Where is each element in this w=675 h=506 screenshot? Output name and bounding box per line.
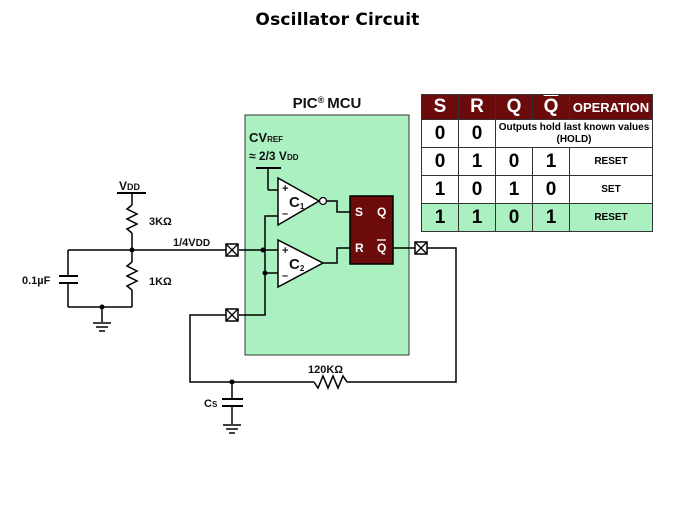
table-row: 0 0 Outputs hold last known values (HOLD… [421, 119, 653, 148]
cs-label: CS [204, 398, 218, 410]
svg-text:–: – [282, 208, 288, 220]
svg-text:C2: C2 [289, 256, 305, 273]
pin-cin-plus [225, 243, 239, 257]
truth-table: S R Q Q OPERATION 0 0 Outputs hold last … [421, 94, 653, 232]
divider-node-label: 1/4VDD [173, 237, 210, 249]
cvref-value: ≈ 2/3 VDD [249, 149, 299, 163]
sr-latch: S Q R Q [349, 195, 394, 265]
cap-label: 0.1µF [22, 275, 51, 287]
svg-text:C1: C1 [289, 194, 305, 211]
header-operation: OPERATION [569, 94, 653, 120]
table-row: 0 1 0 1 RESET [421, 147, 653, 176]
pin-cin-minus [225, 308, 239, 322]
cell-q: 0 [495, 147, 533, 176]
cell-q: 0 [495, 203, 533, 232]
r-feedback-label: 120KΩ [308, 364, 343, 376]
resistor-120k [313, 374, 348, 390]
cell-hold: Outputs hold last known values (HOLD) [495, 119, 653, 148]
cell-r: 1 [458, 203, 496, 232]
ground-icon [93, 322, 111, 332]
comparator-c1: + – C1 [277, 176, 328, 227]
cell-operation: RESET [569, 203, 653, 232]
cell-q: 1 [495, 175, 533, 204]
header-qbar: Q [532, 94, 570, 120]
svg-text:R: R [355, 241, 364, 255]
resistor-3k [125, 204, 139, 234]
svg-text:+: + [282, 183, 288, 195]
cell-s: 1 [421, 175, 459, 204]
page-title: Oscillator Circuit [255, 10, 420, 30]
header-r: R [458, 94, 496, 120]
svg-text:–: – [282, 270, 288, 282]
mcu-label: PIC®MCU [293, 95, 362, 112]
header-s: S [421, 94, 459, 120]
header-q: Q [495, 94, 533, 120]
comparator-c2: + – C2 [277, 238, 325, 289]
cell-s: 0 [421, 147, 459, 176]
cvref-label: CVREF [249, 130, 283, 145]
cell-qbar: 0 [532, 175, 570, 204]
cell-qbar: 1 [532, 147, 570, 176]
cell-operation: RESET [569, 147, 653, 176]
cell-s: 0 [421, 119, 459, 148]
cell-operation: SET [569, 175, 653, 204]
table-row-highlighted: 1 1 0 1 RESET [421, 203, 653, 232]
svg-text:Q: Q [377, 205, 386, 219]
svg-text:Q: Q [377, 241, 386, 255]
truth-table-header: S R Q Q OPERATION [421, 94, 653, 120]
resistor-1k [125, 261, 139, 291]
table-row: 1 0 1 0 SET [421, 175, 653, 204]
pin-output [414, 241, 428, 255]
r-top-label: 3KΩ [149, 216, 172, 228]
cell-r: 0 [458, 119, 496, 148]
vdd-label: VDD [119, 179, 141, 193]
cell-r: 1 [458, 147, 496, 176]
cell-s: 1 [421, 203, 459, 232]
svg-text:S: S [355, 205, 363, 219]
cell-qbar: 1 [532, 203, 570, 232]
svg-text:+: + [282, 245, 288, 257]
r-bottom-label: 1KΩ [149, 276, 172, 288]
ground-icon [223, 424, 241, 434]
cell-r: 0 [458, 175, 496, 204]
